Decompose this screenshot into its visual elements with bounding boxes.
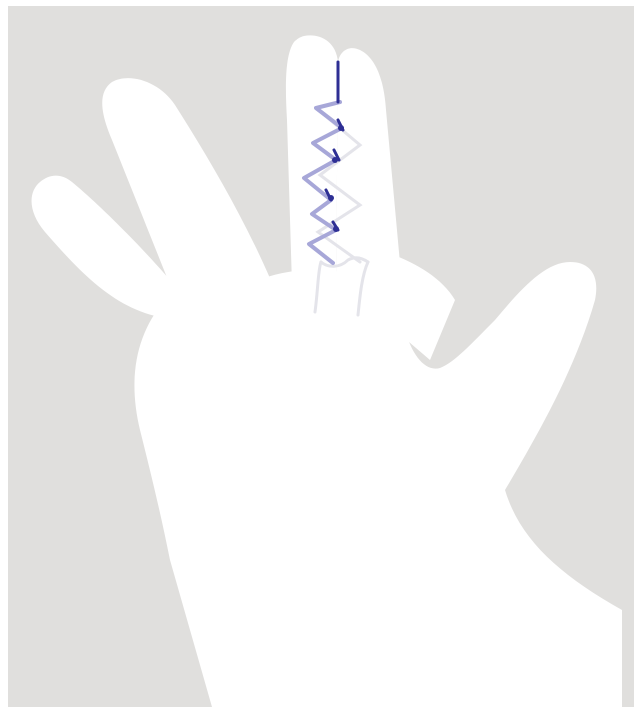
suture-knot-1	[338, 125, 344, 131]
suture-knot-4	[333, 226, 339, 232]
suture-knot-2	[332, 157, 338, 163]
suture-knot-3	[328, 195, 334, 201]
